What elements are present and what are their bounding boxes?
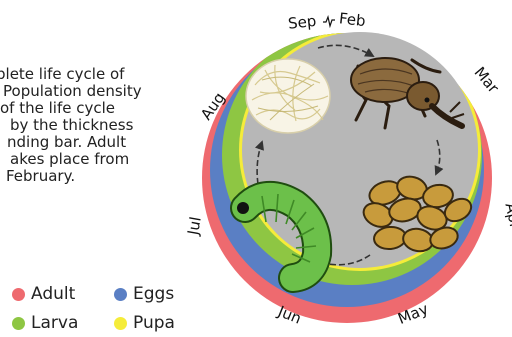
month-label-mar: Mar xyxy=(471,63,504,97)
month-label-apr: Apr xyxy=(502,201,512,231)
month-label-feb: Feb xyxy=(338,9,366,30)
month-label-jul: Jul xyxy=(184,215,205,237)
pulse-icon xyxy=(323,17,335,26)
month-label-sep: Sep xyxy=(287,12,317,33)
cocoon-icon xyxy=(246,59,330,133)
